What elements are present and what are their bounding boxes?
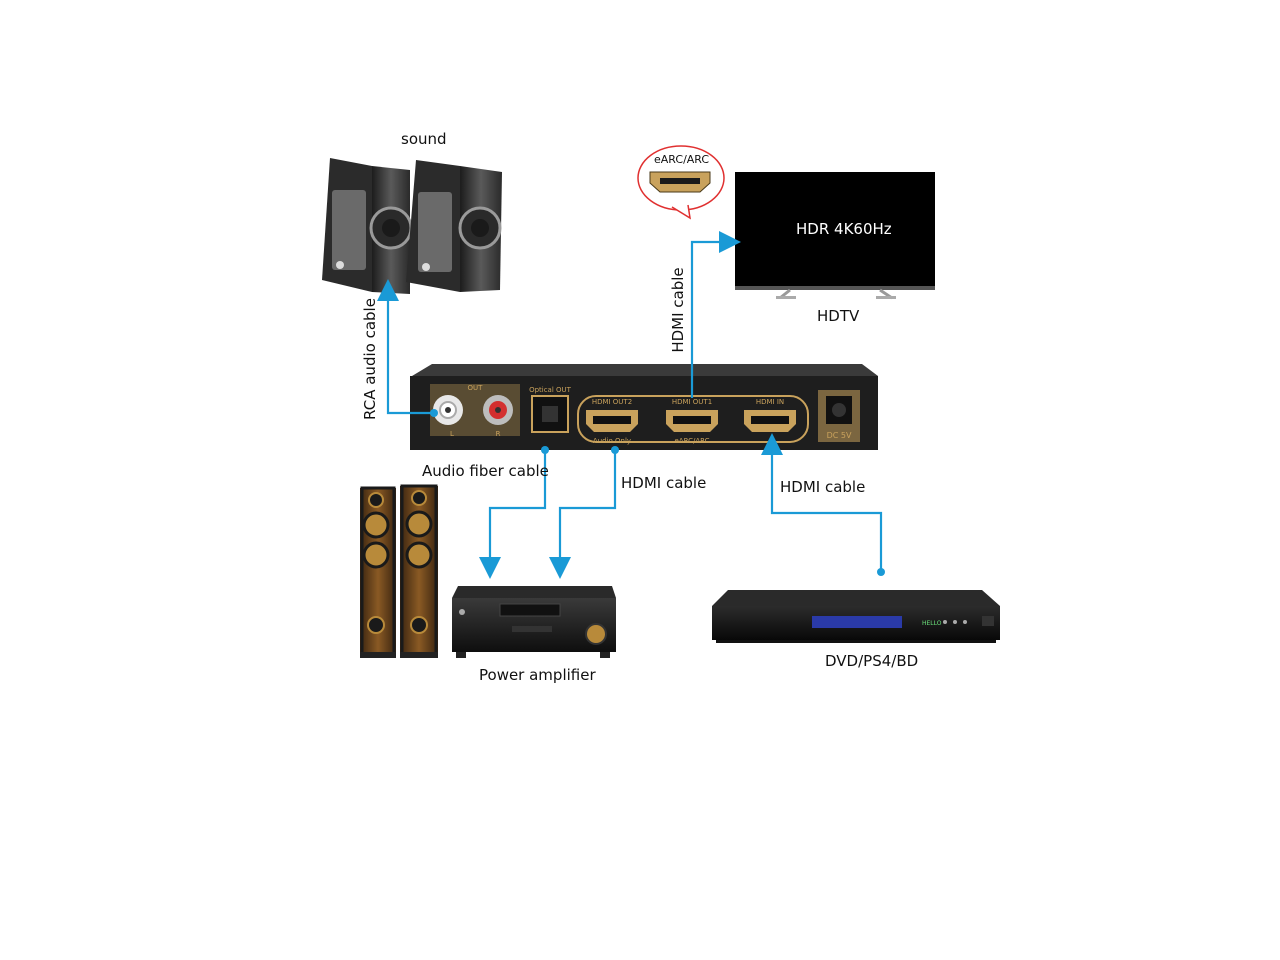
hdmi-in-port: [744, 410, 796, 432]
desktop-speakers: [322, 158, 502, 294]
hdmi-cable-to-tv: [690, 231, 741, 398]
fiber-cable-label: Audio fiber cable: [422, 462, 549, 480]
hdmi-cable-amp-label: HDMI cable: [621, 474, 707, 492]
speaker-right: [406, 160, 502, 292]
hdmi-extractor: OUT L R Optical OUT HDMI OUT2 HDMI OUT1 …: [410, 364, 878, 450]
speaker-left: [322, 158, 413, 294]
hdtv-label: HDTV: [817, 307, 860, 325]
panel-hdmi-in-label: HDMI IN: [756, 398, 784, 406]
earc-bubble-label: eARC/ARC: [654, 153, 710, 166]
fiber-cable: [479, 446, 549, 579]
panel-dc5v-label: DC 5V: [827, 431, 852, 440]
panel-hdmi-out2-label: HDMI OUT2: [592, 398, 632, 406]
panel-earc-label: eARC/ARC: [674, 437, 709, 445]
rca-cable-label: RCA audio cable: [361, 298, 379, 420]
player-display-text: HELLO: [922, 620, 942, 627]
power-amplifier-device: [452, 586, 616, 658]
panel-l-label: L: [450, 430, 454, 438]
panel-hdmi-out1-label: HDMI OUT1: [672, 398, 712, 406]
panel-optical-label: Optical OUT: [529, 386, 572, 394]
optical-port: [531, 395, 569, 433]
hdmi-out2-port: [586, 410, 638, 432]
hdmi-cable-dvd-label: HDMI cable: [780, 478, 866, 496]
tv-screen-text: HDR 4K60Hz: [796, 220, 892, 238]
earc-bubble: [637, 145, 725, 220]
hdtv: [735, 172, 935, 300]
sound-label: sound: [401, 130, 447, 148]
rca-jack-left: [433, 395, 463, 425]
floor-speakers: [360, 484, 438, 658]
dc-power-jack: [818, 390, 860, 442]
rca-jack-right: [483, 395, 513, 425]
rca-cable: [377, 279, 438, 417]
panel-audio-only-label: Audio Only: [593, 437, 631, 445]
hdmi-cable-tv-label: HDMI cable: [669, 267, 687, 353]
floor-speaker-right: [400, 484, 438, 658]
hdmi-cable-from-dvd: [761, 433, 885, 576]
hdmi-out1-port: [666, 410, 718, 432]
dvd-player-device: HELLO: [712, 590, 1000, 643]
cables: [377, 231, 885, 579]
panel-r-label: R: [496, 430, 501, 438]
panel-out-label: OUT: [468, 384, 484, 392]
dvd-label: DVD/PS4/BD: [825, 652, 919, 670]
floor-speaker-left: [360, 486, 396, 658]
power-amplifier-label: Power amplifier: [479, 666, 596, 684]
hdmi-cable-to-amp: [549, 446, 619, 579]
